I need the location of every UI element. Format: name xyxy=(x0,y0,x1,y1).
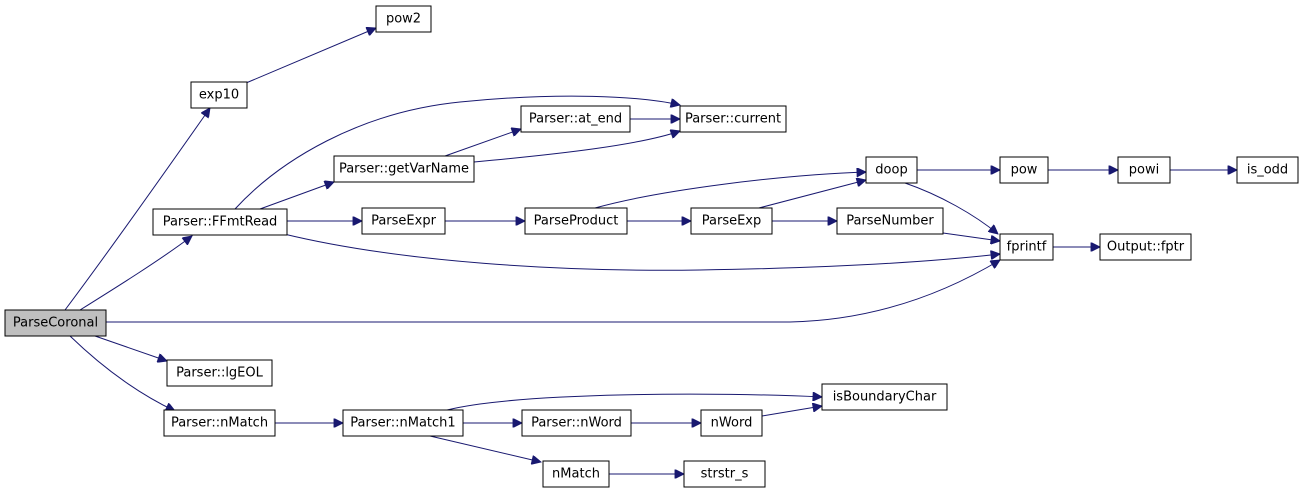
edge-doop-fprintf xyxy=(904,182,998,234)
node-atend[interactable]: Parser::at_end xyxy=(520,105,631,133)
node-label: Parser::nMatch xyxy=(171,416,268,431)
edge-parsecoronal-lgeol xyxy=(94,335,167,361)
node-nword[interactable]: nWord xyxy=(700,409,763,437)
node-label: Parser::nWord xyxy=(531,416,622,431)
node-nmatch1[interactable]: Parser::nMatch1 xyxy=(342,409,464,437)
edge-getvarname-current xyxy=(473,131,680,163)
node-label: ParseExpr xyxy=(371,214,436,229)
node-doop[interactable]: doop xyxy=(865,156,918,184)
node-nmatch-parser[interactable]: Parser::nMatch xyxy=(163,409,276,437)
node-isodd[interactable]: is_odd xyxy=(1236,156,1299,184)
edges xyxy=(64,28,1237,474)
edge-nmatch1-isboundarychar xyxy=(446,394,822,411)
node-label: Parser::nMatch1 xyxy=(350,416,455,431)
node-label: strstr_s xyxy=(701,467,749,482)
node-strstrs[interactable]: strstr_s xyxy=(683,460,766,488)
node-label: nWord xyxy=(711,416,753,431)
edge-parsenumber-fprintf xyxy=(942,232,1000,241)
edge-ffmtread-current xyxy=(234,95,680,210)
node-label: ParseNumber xyxy=(846,214,934,229)
node-exp10[interactable]: exp10 xyxy=(190,81,248,109)
node-label: Parser::current xyxy=(685,112,781,127)
node-label: doop xyxy=(875,163,907,178)
node-label: Parser::at_end xyxy=(529,112,622,127)
edge-parsecoronal-exp10 xyxy=(64,108,210,311)
node-powi[interactable]: powi xyxy=(1117,156,1171,184)
node-getvarname[interactable]: Parser::getVarName xyxy=(333,155,475,183)
node-label: Parser::lgEOL xyxy=(176,366,264,381)
node-ffmtread[interactable]: Parser::FFmtRead xyxy=(152,208,288,236)
node-fprintf[interactable]: fprintf xyxy=(999,233,1054,261)
node-pow[interactable]: pow xyxy=(999,156,1049,184)
node-label: Parser::getVarName xyxy=(339,162,469,177)
node-label: powi xyxy=(1129,163,1159,178)
node-pow2[interactable]: pow2 xyxy=(375,5,432,33)
node-label: isBoundaryChar xyxy=(833,390,937,405)
edge-parsecoronal-nmatch-parser xyxy=(69,335,175,411)
node-label: pow2 xyxy=(386,12,421,27)
node-label: is_odd xyxy=(1247,163,1288,178)
edge-getvarname-atend xyxy=(444,129,521,157)
node-lgeol[interactable]: Parser::lgEOL xyxy=(166,359,273,387)
node-parseexpr[interactable]: ParseExpr xyxy=(361,207,446,235)
edge-parseexp-doop xyxy=(754,180,866,210)
node-parseexp[interactable]: ParseExp xyxy=(690,207,773,235)
node-nword-parser[interactable]: Parser::nWord xyxy=(521,409,632,437)
edge-exp10-pow2 xyxy=(245,28,376,84)
edge-parsecoronal-ffmtread xyxy=(79,236,192,311)
node-parsenumber[interactable]: ParseNumber xyxy=(836,207,944,235)
edge-ffmtread-getvarname xyxy=(259,182,334,210)
node-label: pow xyxy=(1011,163,1038,178)
node-label: Output::fptr xyxy=(1107,240,1185,255)
node-label: ParseProduct xyxy=(534,214,619,229)
edge-ffmtread-fprintf xyxy=(283,233,1000,271)
node-nmatch[interactable]: nMatch xyxy=(542,460,610,488)
node-parsecoronal[interactable]: ParseCoronal xyxy=(4,309,107,337)
node-label: ParseCoronal xyxy=(13,316,98,331)
edge-parseproduct-doop xyxy=(594,172,866,209)
edge-nmatch1-nmatch xyxy=(429,435,541,462)
edge-nword-isboundarychar xyxy=(761,406,822,417)
node-isboundarychar[interactable]: isBoundaryChar xyxy=(821,383,948,411)
node-label: Parser::FFmtRead xyxy=(163,215,278,230)
node-parseproduct[interactable]: ParseProduct xyxy=(524,207,628,235)
node-label: ParseExp xyxy=(702,214,762,229)
node-label: exp10 xyxy=(199,88,239,103)
node-label: fprintf xyxy=(1007,240,1047,255)
node-fptr[interactable]: Output::fptr xyxy=(1099,233,1192,261)
edge-parsecoronal-fprintf xyxy=(106,260,1000,323)
node-label: nMatch xyxy=(552,467,600,482)
nodes: ParseCoronal exp10 pow2 Parser::FFmtRead… xyxy=(4,5,1299,488)
node-current[interactable]: Parser::current xyxy=(679,105,787,133)
